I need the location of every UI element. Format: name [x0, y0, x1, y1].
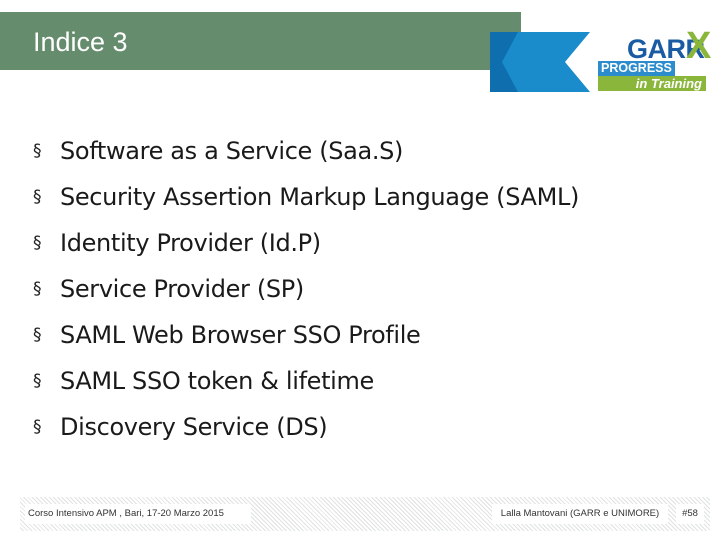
bullet-marker-icon: § — [33, 279, 42, 299]
bullet-text: Discovery Service (DS) — [60, 413, 328, 441]
bullet-text: Service Provider (SP) — [60, 275, 304, 303]
bullet-text: Security Assertion Markup Language (SAML… — [60, 183, 579, 211]
logo-training-text: in Training — [598, 76, 706, 91]
title-bar: Indice 3 — [0, 12, 521, 70]
bullet-marker-icon: § — [33, 233, 42, 253]
footer-page-number: #58 — [676, 504, 704, 524]
slide-footer: Corso Intensivo APM , Bari, 17-20 Marzo … — [20, 497, 710, 531]
footer-author: Lalla Mantovani (GARR e UNIMORE) — [492, 504, 668, 524]
bullet-text: SAML SSO token & lifetime — [60, 367, 374, 395]
footer-course: Corso Intensivo APM , Bari, 17-20 Marzo … — [25, 504, 251, 524]
bullet-marker-icon: § — [33, 371, 42, 391]
slide-title: Indice 3 — [33, 27, 128, 57]
logo-garr-text: GARR — [627, 34, 705, 64]
bullet-marker-icon: § — [33, 325, 42, 345]
bullet-marker-icon: § — [33, 141, 42, 161]
garr-progress-logo: GARR X PROGRESS in Training — [490, 26, 715, 96]
bullet-text: Identity Provider (Id.P) — [60, 229, 321, 257]
bullet-marker-icon: § — [33, 187, 42, 207]
bullet-text: Software as a Service (Saa.S) — [60, 137, 404, 165]
bullet-text: SAML Web Browser SSO Profile — [60, 321, 421, 349]
logo-shape-icon — [490, 32, 590, 92]
logo-x-text: X — [686, 25, 712, 67]
logo-progress-text: PROGRESS — [598, 61, 675, 76]
bullet-marker-icon: § — [33, 417, 42, 437]
